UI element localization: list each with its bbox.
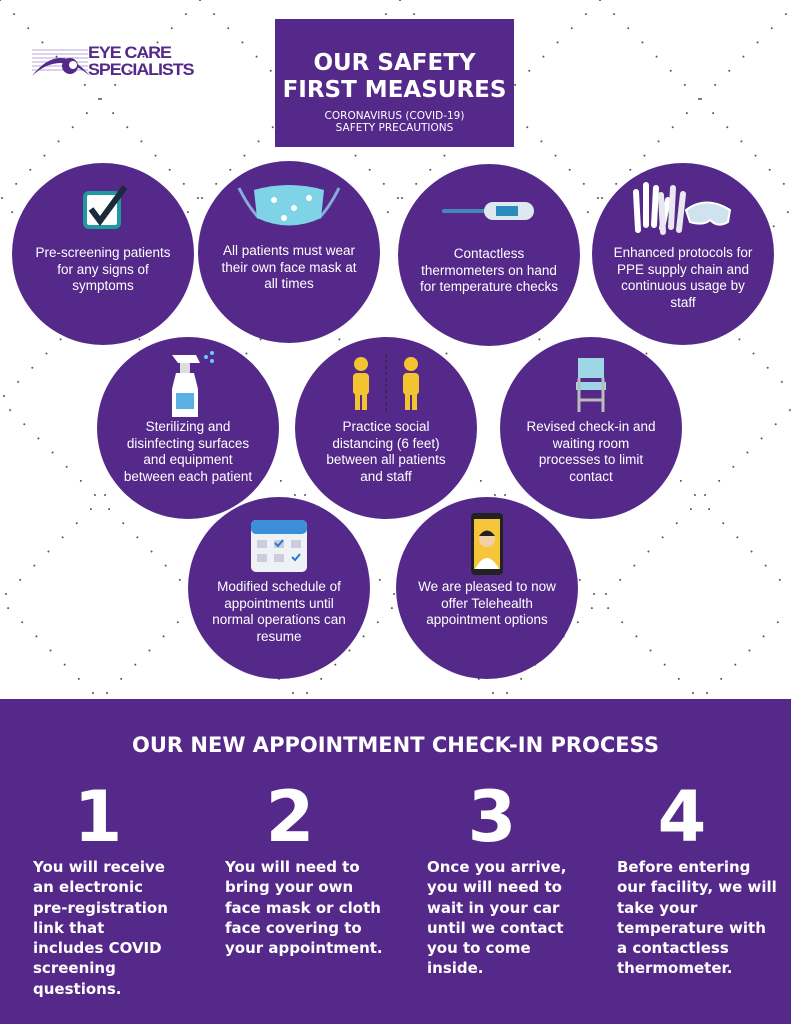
process-title: OUR NEW APPOINTMENT CHECK-IN PROCESS [132,733,659,757]
measure-circle: All patients must wear their own face ma… [198,161,380,343]
face-mask-icon [229,173,349,243]
measure-circle: Revised check-in and waiting room proces… [500,337,682,519]
measure-circle: Enhanced protocols for PPE supply chain … [592,163,774,345]
step-text: You will receive an electronic pre-regis… [33,858,168,998]
gloves-goggles-icon [628,175,738,245]
measure-circle: Sterilizing and disinfecting surfaces an… [97,337,279,519]
measure-text: Pre-screening patients for any signs of … [35,245,171,293]
step-number: 4 [657,776,707,858]
social-distance-icon [341,349,431,419]
measure-text: Enhanced protocols for PPE supply chain … [613,245,753,310]
calendar-icon [247,509,311,579]
checkbox-icon [73,175,133,245]
measure-text: Contactless thermometers on hand for tem… [419,246,559,294]
measure-text: Sterilizing and disinfecting surfaces an… [123,419,253,484]
step-text: Before entering our facility, we will ta… [617,858,777,978]
spray-bottle-icon [158,349,218,419]
thermometer-icon [434,176,544,246]
measure-text: Practice social distancing (6 feet) betw… [326,419,446,484]
logo-line2: SPECIALISTS [88,60,195,79]
chair-icon [571,349,611,419]
measure-text: Modified schedule of appointments until … [212,579,346,644]
measure-text: Revised check-in and waiting room proces… [526,419,656,484]
step-number: 2 [265,776,315,858]
measure-text: We are pleased to now offer Telehealth a… [418,579,556,627]
step-text: Once you arrive, you will need to wait i… [427,858,567,978]
step-number: 1 [73,776,123,858]
measure-circle: Pre-screening patients for any signs of … [12,163,194,345]
measure-text: All patients must wear their own face ma… [221,243,357,291]
step-number: 3 [467,776,517,858]
measure-circle: Contactless thermometers on hand for tem… [398,164,580,346]
measure-circle: Modified schedule of appointments until … [188,497,370,679]
logo-line1: EYE CARE [88,43,172,62]
measure-circle: We are pleased to now offer Telehealth a… [396,497,578,679]
eye-logo-icon [32,49,90,76]
phone-doctor-icon [467,509,507,579]
measure-circle: Practice social distancing (6 feet) betw… [295,337,477,519]
subtitle: CORONAVIRUS (COVID-19)SAFETY PRECAUTIONS [324,110,465,134]
step-text: You will need to bring your own face mas… [225,858,383,958]
